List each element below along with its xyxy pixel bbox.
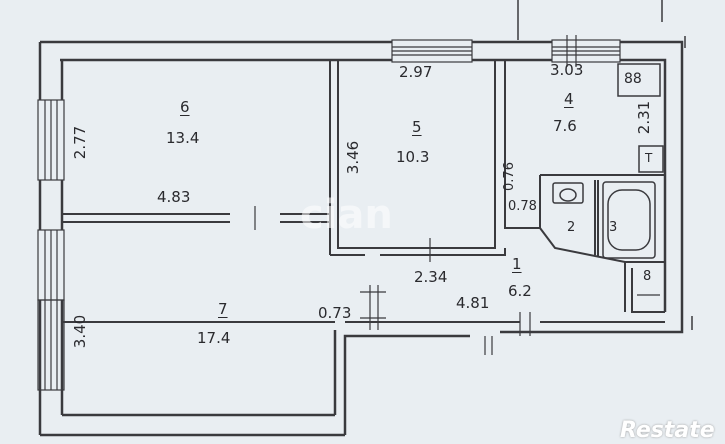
kitchen-stove bbox=[617, 63, 664, 173]
room-2-number: 2 bbox=[567, 220, 576, 235]
exterior-lines bbox=[517, 0, 693, 330]
room-6-number: 6 bbox=[180, 98, 190, 116]
dimension-3-40: 3.40 bbox=[71, 314, 90, 349]
room-5-area: 10.3 bbox=[396, 148, 430, 166]
room-5-number: 5 bbox=[412, 118, 422, 136]
dimension-2-97: 2.97 bbox=[399, 63, 433, 81]
dimension-2-77: 2.77 bbox=[71, 125, 90, 160]
dimension-0-73: 0.73 bbox=[318, 304, 352, 322]
ghost-watermark: cian bbox=[300, 192, 393, 238]
room-6-area: 13.4 bbox=[166, 129, 200, 147]
room-7-area: 17.4 bbox=[197, 329, 231, 347]
door-marks bbox=[254, 35, 660, 355]
dimension-4-81: 4.81 bbox=[456, 294, 490, 312]
dimension-0-76: 0.76 bbox=[501, 162, 517, 191]
interior-walls bbox=[62, 60, 665, 323]
room-1-area: 6.2 bbox=[508, 282, 532, 300]
room-1-number: 1 bbox=[512, 255, 522, 273]
dimension-0-78: 0.78 bbox=[508, 199, 537, 214]
room-4-number: 4 bbox=[564, 90, 574, 108]
dimension-4-83: 4.83 bbox=[157, 188, 191, 206]
t-symbol: T bbox=[645, 151, 653, 165]
windows bbox=[37, 39, 621, 391]
exterior-walls bbox=[38, 40, 684, 437]
dimension-3-46: 3.46 bbox=[344, 140, 363, 175]
room-7-number: 7 bbox=[218, 300, 228, 318]
room-4-area: 7.6 bbox=[553, 117, 577, 135]
dimension-3-03: 3.03 bbox=[550, 61, 584, 79]
room-3-number: 3 bbox=[609, 220, 618, 235]
bathroom-fixtures bbox=[552, 181, 656, 259]
dimension-2-34: 2.34 bbox=[414, 268, 448, 286]
dimension-2-31: 2.31 bbox=[635, 100, 654, 135]
restate-watermark: Restate bbox=[620, 418, 715, 443]
room-8-number: 8 bbox=[643, 269, 652, 284]
stove-symbol: 88 bbox=[624, 71, 642, 87]
